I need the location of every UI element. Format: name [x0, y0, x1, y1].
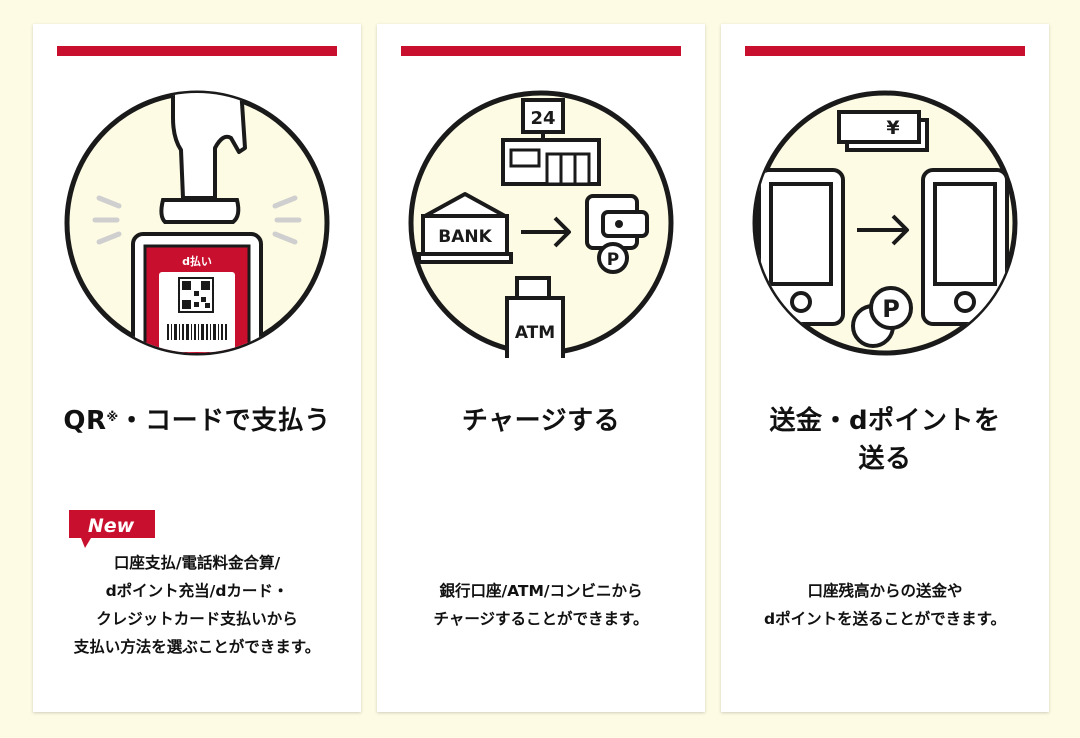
charge-icon: 24 BANK P	[408, 90, 674, 358]
point-symbol: P	[882, 295, 900, 323]
point-symbol: P	[607, 250, 619, 270]
card-send-money: ¥ P	[721, 24, 1049, 712]
card-description: 口座残高からの送金や dポイントを送ることができます。	[763, 582, 1007, 628]
footnote-mark: ※	[106, 410, 119, 424]
card-qr-payment: d払い	[33, 24, 361, 712]
card-title: チャージする	[461, 406, 621, 436]
card-title: 送金・dポイントを 送る	[769, 406, 1001, 474]
charge-illustration: 24 BANK P	[407, 88, 675, 358]
card-accent-bar	[401, 46, 681, 56]
card-accent-bar	[57, 46, 337, 56]
card-description: 口座支払/電話料金合算/ dポイント充当/dカード・ クレジットカード支払いから…	[73, 554, 321, 656]
new-badge-label: New	[88, 515, 135, 537]
card-accent-bar	[745, 46, 1025, 56]
yen-symbol: ¥	[886, 117, 899, 139]
qr-payment-icon: d払い	[64, 90, 330, 356]
send-money-illustration: ¥ P	[751, 88, 1019, 358]
bank-label: BANK	[438, 227, 492, 247]
store-sign: 24	[530, 108, 555, 129]
app-label: d払い	[182, 254, 212, 268]
qr-payment-illustration: d払い	[63, 88, 331, 358]
card-title: QR※・コードで支払う	[63, 406, 331, 436]
card-charge: 24 BANK P	[377, 24, 705, 712]
send-money-icon: ¥ P	[752, 90, 1018, 356]
atm-label: ATM	[515, 323, 555, 343]
new-badge: New	[69, 510, 155, 548]
card-description: 銀行口座/ATM/コンビニから チャージすることができます。	[433, 582, 649, 628]
